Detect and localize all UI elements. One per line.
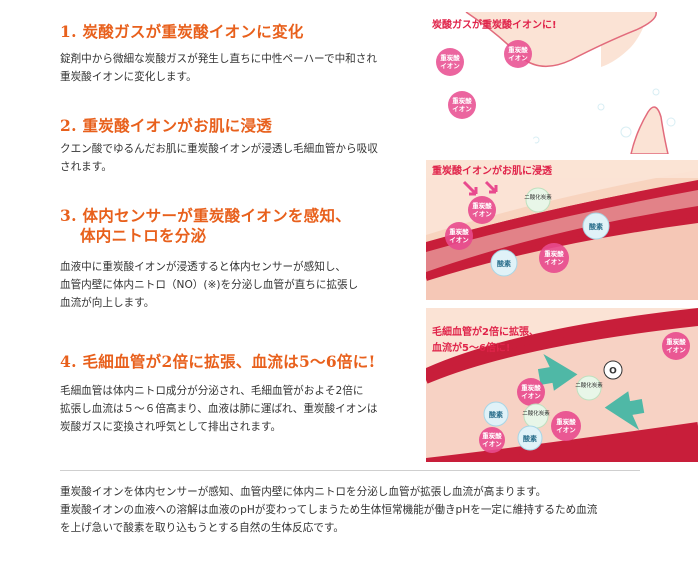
section-heading: 3. 体内センサーが重炭酸イオンを感知、 体内ニトロを分泌: [60, 206, 352, 245]
section-heading: 2. 重炭酸イオンがお肌に浸透: [60, 116, 273, 135]
bicarbonate-ion-bubble: 重炭酸 イオン: [448, 91, 476, 119]
bicarbonate-ion-bubble: 重炭酸 イオン: [479, 427, 505, 453]
bicarbonate-ion-bubble: 重炭酸 イオン: [539, 243, 569, 273]
arrow-icon: [484, 180, 498, 194]
svg-text:酸素: 酸素: [489, 410, 503, 419]
bicarbonate-ion-bubble: 重炭酸 イオン: [517, 378, 545, 406]
svg-text:イオン: イオン: [666, 346, 686, 354]
svg-text:イオン: イオン: [556, 426, 576, 434]
svg-text:重炭酸: 重炭酸: [472, 201, 492, 210]
expand-arrow-icon: [604, 391, 645, 430]
bicarbonate-ion-bubble: 重炭酸 イオン: [504, 40, 532, 68]
section-3: 3. 体内センサーが重炭酸イオンを感知、 体内ニトロを分泌 血液中に重炭酸イオン…: [60, 206, 405, 312]
oxygen-bubble: 酸素: [517, 425, 543, 451]
section-4: 4. 毛細血管が2倍に拡張、血流は5〜6倍に! 毛細血管は体内ニトロ成分が分泌さ…: [60, 352, 405, 436]
oxygen-bubble: 酸素: [582, 212, 610, 240]
bicarbonate-ion-bubble: 重炭酸 イオン: [436, 48, 464, 76]
illustration-panel-1: 炭酸ガスが重炭酸イオンに! 重炭酸 イオン 重炭酸 イオン 重炭酸 イオン: [426, 12, 698, 154]
divider: [60, 470, 640, 471]
section-body: 錠剤中から微細な炭酸ガスが発生し直ちに中性ペーハーで中和され重炭酸イオンに変化し…: [60, 53, 377, 83]
svg-text:二酸化炭素: 二酸化炭素: [522, 409, 550, 417]
co2-bubble: 二酸化炭素: [575, 375, 603, 401]
svg-text:二酸化炭素: 二酸化炭素: [575, 381, 603, 389]
section-body: 毛細血管は体内ニトロ成分が分泌され、毛細血管がおよそ2倍に拡張し血流は５〜６倍高…: [60, 385, 378, 433]
svg-text:酸素: 酸素: [497, 259, 511, 268]
svg-text:重炭酸: 重炭酸: [440, 53, 460, 62]
panel-title: 重炭酸イオンがお肌に浸透: [432, 164, 553, 177]
arrow-icon: [462, 180, 478, 196]
illustration-panel-3: 毛細血管が2倍に拡張、 血流が5〜6倍に! O 重炭酸 イオン 重炭酸 イオン …: [426, 308, 698, 462]
bicarbonate-ion-bubble: 重炭酸 イオン: [468, 196, 496, 224]
panel-title: 血流が5〜6倍に!: [432, 341, 510, 354]
section-1: 1. 炭酸ガスが重炭酸イオンに変化 錠剤中から微細な炭酸ガスが発生し直ちに中性ペ…: [60, 22, 405, 86]
svg-text:重炭酸: 重炭酸: [508, 45, 528, 54]
svg-text:重炭酸: 重炭酸: [452, 96, 472, 105]
section-2: 2. 重炭酸イオンがお肌に浸透 クエン酸でゆるんだお肌に重炭酸イオンが浸透し毛細…: [60, 116, 405, 176]
section-body: クエン酸でゆるんだお肌に重炭酸イオンが浸透し毛細血管から吸収されます。: [60, 143, 378, 173]
svg-text:酸素: 酸素: [589, 222, 603, 231]
expand-arrow-icon: [537, 353, 578, 391]
svg-text:イオン: イオン: [449, 236, 469, 244]
svg-text:イオン: イオン: [508, 54, 528, 62]
svg-text:重炭酸: 重炭酸: [666, 337, 686, 346]
oxygen-bubble: 酸素: [490, 249, 518, 277]
bicarbonate-ion-bubble: 重炭酸 イオン: [445, 222, 473, 250]
svg-text:イオン: イオン: [544, 258, 564, 266]
section-heading: 1. 炭酸ガスが重炭酸イオンに変化: [60, 22, 304, 41]
no-molecule: O: [603, 360, 623, 380]
svg-text:重炭酸: 重炭酸: [521, 383, 541, 392]
svg-text:酸素: 酸素: [523, 434, 537, 443]
section-body: 血液中に重炭酸イオンが浸透すると体内センサーが感知し、血管内壁に体内ニトロ（NO…: [60, 261, 359, 309]
svg-text:重炭酸: 重炭酸: [556, 417, 576, 426]
svg-text:イオン: イオン: [472, 210, 492, 218]
footer-note: 重炭酸イオンを体内センサーが感知、血管内壁に体内ニトロを分泌し血管が拡張し血流が…: [60, 486, 598, 534]
svg-text:イオン: イオン: [440, 62, 460, 70]
svg-text:重炭酸: 重炭酸: [449, 227, 469, 236]
svg-text:重炭酸: 重炭酸: [482, 431, 502, 440]
svg-text:イオン: イオン: [482, 440, 502, 448]
svg-text:二酸化炭素: 二酸化炭素: [524, 193, 552, 201]
section-heading: 4. 毛細血管が2倍に拡張、血流は5〜6倍に!: [60, 352, 376, 371]
co2-bubble: 二酸化炭素: [524, 187, 552, 213]
co2-bubble: 二酸化炭素: [522, 403, 550, 429]
panel-title: 炭酸ガスが重炭酸イオンに!: [432, 18, 557, 31]
panel-title: 毛細血管が2倍に拡張、: [432, 325, 539, 338]
bicarbonate-ion-bubble: 重炭酸 イオン: [551, 411, 581, 441]
svg-text:O: O: [609, 367, 617, 377]
svg-text:イオン: イオン: [521, 392, 541, 400]
bicarbonate-ion-bubble: 重炭酸 イオン: [662, 332, 690, 360]
svg-text:重炭酸: 重炭酸: [544, 249, 564, 258]
svg-text:イオン: イオン: [452, 105, 472, 113]
illustration-panel-2: 重炭酸イオンがお肌に浸透 重炭酸 イオン 重炭酸 イオン 重炭酸 イオン 二酸化…: [426, 160, 698, 300]
oxygen-bubble: 酸素: [483, 401, 509, 427]
